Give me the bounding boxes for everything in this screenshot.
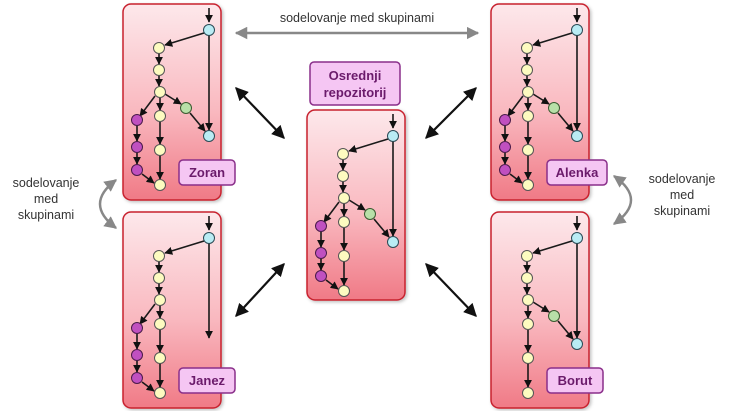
collaboration-left-line-1: sodelovanje <box>13 176 80 190</box>
repository-alenka <box>490 3 590 201</box>
repo-tag-alenka: Alenka <box>546 159 608 186</box>
collaboration-right-line-1: sodelovanje <box>649 172 716 186</box>
arrow-borut-central <box>425 263 477 317</box>
repository-borut <box>490 211 590 409</box>
arrow-zoran-central <box>235 87 285 139</box>
repository-janez <box>122 211 222 409</box>
collaboration-left-line-3: skupinami <box>18 208 74 222</box>
central-label-line-1: Osrednji <box>329 68 382 83</box>
collaboration-left-line-2: med <box>34 192 58 206</box>
central-repo-tag: Osrednji repozitorij <box>309 61 401 106</box>
central-label-line-2: repozitorij <box>324 85 387 100</box>
repository-zoran <box>122 3 222 201</box>
arrow-janez-central <box>235 263 285 317</box>
repo-name-alenka: Alenka <box>556 165 599 180</box>
collaboration-label-top: sodelovanje med skupinami <box>280 11 434 25</box>
repo-tag-borut: Borut <box>546 367 604 394</box>
repo-tag-janez: Janez <box>178 367 236 394</box>
collaboration-right-line-3: skupinami <box>654 204 710 218</box>
repo-name-janez: Janez <box>189 373 226 388</box>
repo-tag-zoran: Zoran <box>178 159 236 186</box>
repo-name-zoran: Zoran <box>189 165 225 180</box>
collaboration-right-line-2: med <box>670 188 694 202</box>
repository-central <box>306 109 406 301</box>
arrow-collaboration-left <box>98 179 117 229</box>
arrow-collaboration-right <box>612 174 633 226</box>
repo-name-borut: Borut <box>558 373 593 388</box>
arrow-alenka-central <box>425 87 477 139</box>
